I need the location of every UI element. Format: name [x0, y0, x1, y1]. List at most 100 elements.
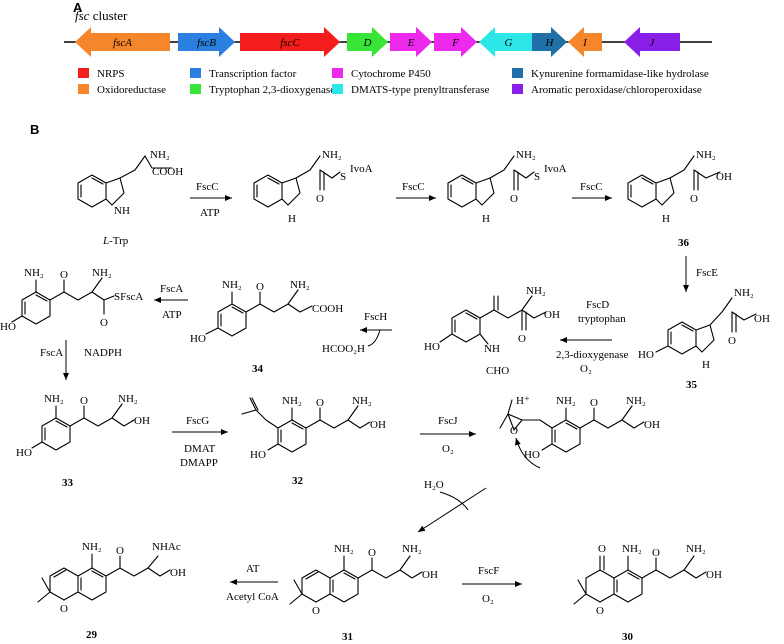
legend-swatch: [332, 68, 343, 78]
o: O: [116, 545, 124, 557]
label-dmapp: DMAPP: [180, 457, 218, 469]
s: S: [534, 171, 540, 183]
gene-arrow-h: [532, 27, 567, 57]
legend-label: Cytochrome P450: [351, 68, 431, 80]
nh2: NH₂: [622, 543, 642, 555]
label-o2-a: O₂: [580, 363, 592, 375]
structure-34: NH₂ O NH₂ COOH HO 34: [190, 279, 343, 375]
legend-item-transcription-factor: Transcription factor: [190, 68, 296, 80]
ho: HO: [638, 349, 654, 361]
ho: HO: [524, 449, 540, 461]
legend-swatch: [332, 84, 343, 94]
nh2: NH₂: [334, 543, 354, 555]
label-at: AT: [246, 563, 260, 575]
o: O: [590, 397, 598, 409]
ivoa: IvoA: [544, 163, 567, 175]
o: O: [368, 547, 376, 559]
gene-label-i: I: [582, 37, 588, 49]
compound-36: 36: [678, 237, 690, 249]
label-fscf: FscF: [478, 565, 499, 577]
gene-label-j: J: [650, 37, 656, 49]
nh2: NH₂: [150, 149, 170, 161]
structure-thioester: NH₂ S IvoA O H: [447, 149, 567, 225]
arrow-fsch-byproduct: [367, 329, 381, 347]
gene-arrow-d: [347, 27, 388, 57]
o: O: [256, 281, 264, 293]
label-fscd-2: tryptophan: [578, 313, 626, 325]
gene-label-g: G: [505, 37, 513, 49]
nh2: NH₂: [696, 149, 716, 161]
label-h2o: H₂O: [424, 479, 444, 491]
label-o2-c: O₂: [482, 593, 494, 605]
oh: OH: [754, 313, 770, 325]
label-fscj: FscJ: [438, 415, 458, 427]
cooh: COOH: [152, 166, 183, 178]
nh2: NH₂: [24, 267, 44, 279]
legend-item-dmats: DMATS-type prenyltransferase: [332, 84, 489, 96]
curved-arrow: [514, 437, 541, 469]
arrow-h2o-cyclization: [439, 491, 469, 511]
gene-arrow-j: [624, 27, 680, 57]
o: O: [316, 397, 324, 409]
structure-31: NH₂ O NH₂ OH O 31: [289, 543, 438, 643]
label-fscc-3: FscC: [580, 181, 603, 193]
legend-swatch: [512, 84, 523, 94]
label-fsch: FscH: [364, 311, 387, 323]
legend-label: Aromatic peroxidase/chloroperoxidase: [531, 84, 702, 96]
gene-arrow-e: [390, 27, 432, 57]
ho: HO: [16, 447, 32, 459]
structure-33: NH₂ O NH₂ OH HO 33: [16, 393, 150, 489]
gene-arrow-g: [479, 27, 538, 57]
ho: HO: [190, 333, 206, 345]
cluster-title: fsc cluster: [75, 8, 127, 24]
legend-item-nrps: NRPS: [78, 68, 125, 80]
oh: OH: [644, 419, 660, 431]
o: O: [316, 193, 324, 205]
gene-label-fscc: fscC: [280, 37, 300, 49]
gene-label-h: H: [545, 37, 555, 49]
label-fscc-2: FscC: [402, 181, 425, 193]
oh: OH: [422, 569, 438, 581]
compound-34: 34: [252, 363, 264, 375]
nh2: NH₂: [322, 149, 342, 161]
label-fscd-3: 2,3-dioxygenase: [556, 349, 629, 361]
o: O: [80, 395, 88, 407]
nh2: NH₂: [290, 279, 310, 291]
panel-a-label: A: [73, 0, 83, 15]
gene-label-e: E: [407, 37, 415, 49]
label-fscg: FscG: [186, 415, 209, 427]
legend-item-kynurenine: Kynurenine formamidase-like hydrolase: [512, 68, 709, 80]
panel-b-label: B: [30, 122, 40, 137]
oh: OH: [544, 309, 560, 321]
gene-arrow-fscb: [178, 27, 235, 57]
h-plus: H⁺: [516, 395, 530, 407]
cluster-title-rest: cluster: [89, 8, 128, 23]
gene-arrow-fscc: [240, 27, 340, 57]
structure-36: NH₂ OH O H 36: [627, 149, 732, 249]
structure-35: HO NH₂ OH O H 35: [638, 287, 770, 391]
nh2: NH₂: [352, 395, 372, 407]
nh2: NH₂: [526, 285, 546, 297]
o: O: [652, 547, 660, 559]
legend-label: DMATS-type prenyltransferase: [351, 84, 490, 96]
label-fsca-1: FscA: [160, 283, 183, 295]
o: O: [690, 193, 698, 205]
nh2: NH₂: [92, 267, 112, 279]
legend-label: Oxidoreductase: [97, 84, 167, 96]
cooh: COOH: [312, 303, 343, 315]
nh: NH: [114, 205, 130, 217]
nh2: NH₂: [402, 543, 422, 555]
nh2: NH₂: [44, 393, 64, 405]
h: H: [482, 213, 490, 225]
o: O: [518, 333, 526, 345]
structure-30: O NH₂ O NH₂ OH O 30: [573, 543, 722, 643]
label-hcooh: HCOO₂H: [322, 343, 365, 355]
label-o2-b: O₂: [442, 443, 454, 455]
ltrp-label: L-Trp: [102, 235, 129, 247]
ho: HO: [424, 341, 440, 353]
label-fscc-1: FscC: [196, 181, 219, 193]
ivoa: IvoA: [350, 163, 373, 175]
o: O: [100, 317, 108, 329]
legend-label: Tryptophan 2,3-dioxygenase: [209, 84, 336, 96]
